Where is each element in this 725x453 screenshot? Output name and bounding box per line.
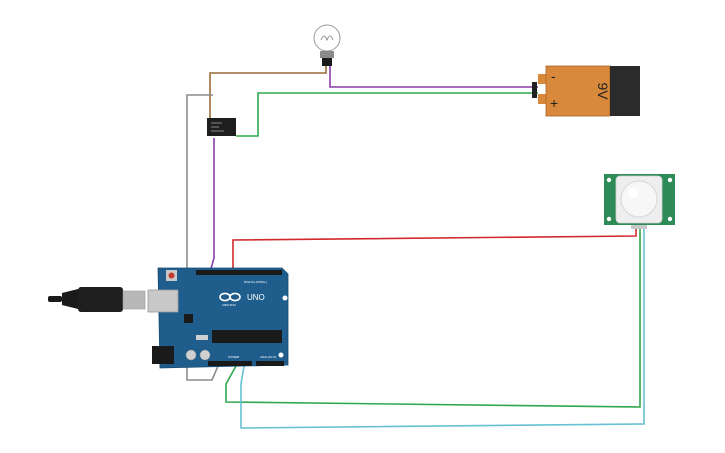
power-pins-label: POWER (228, 355, 240, 359)
battery-body (545, 65, 611, 117)
bulb-socket (320, 51, 334, 58)
battery-cap (610, 66, 640, 116)
pir-pins (631, 225, 647, 229)
wire-relay-to-battery[interactable] (236, 92, 538, 137)
wire-pir-signal[interactable] (232, 228, 637, 272)
relay-module[interactable] (207, 118, 236, 136)
icsp-header (184, 314, 193, 323)
power-jack (152, 346, 174, 364)
battery-connector (532, 82, 537, 98)
wire-relay-signal[interactable] (209, 138, 215, 273)
analog-pins-label: ANALOG IN (260, 355, 276, 359)
usb-plug-metal (122, 290, 146, 310)
pir-mount-hole (667, 177, 673, 183)
arduino-brand-label: ARDUINO (222, 303, 237, 307)
capacitor (199, 349, 211, 361)
wire-bulb-to-battery[interactable] (329, 66, 538, 88)
wire-pir-power[interactable] (225, 228, 641, 408)
mount-hole (278, 352, 284, 358)
pir-mount-hole (606, 177, 612, 183)
usb-cable-tip (48, 296, 62, 302)
bulb-base (322, 58, 332, 66)
atmega-chip (212, 330, 282, 343)
battery-9v[interactable]: - + 9V (532, 65, 640, 117)
battery-plus-sign: + (550, 95, 558, 111)
arduino-logo (219, 292, 241, 302)
capacitor (185, 349, 197, 361)
arduino-model-label: UNO (247, 293, 265, 302)
usb-plug-body (78, 287, 123, 312)
power-header[interactable] (208, 361, 252, 366)
wire-relay-to-bulb[interactable] (209, 63, 327, 118)
digital-header[interactable] (196, 270, 282, 275)
battery-terminal-plus (538, 74, 547, 84)
pir-sensor[interactable] (604, 174, 675, 229)
light-bulb[interactable] (313, 24, 341, 66)
pir-dome-highlight (628, 188, 638, 198)
wire-relay-ground[interactable] (186, 94, 219, 381)
bulb-glass (313, 24, 341, 52)
reset-button-cap[interactable] (168, 272, 175, 279)
arduino-board (157, 267, 289, 369)
pir-mount-hole (667, 216, 673, 222)
pir-mount-hole (606, 216, 612, 222)
mount-hole (282, 295, 288, 301)
bulb-filament (320, 35, 334, 42)
digital-pins-label: DIGITAL (PWM~) (244, 280, 267, 284)
battery-terminal-minus (538, 94, 547, 104)
battery-voltage-label: 9V (595, 82, 611, 100)
pir-dome (620, 180, 658, 218)
battery-minus-sign: - (551, 68, 556, 84)
usb-cable-strain (62, 289, 78, 309)
usb-cable (48, 287, 146, 312)
analog-header[interactable] (256, 361, 284, 366)
wire-pir-ground[interactable] (240, 228, 645, 429)
crystal (196, 335, 208, 340)
wires (186, 63, 645, 429)
arduino-usb-port (147, 289, 179, 313)
arduino-uno[interactable]: UNO ARDUINO DIGITAL (PWM~) POWER ANALOG … (147, 267, 289, 369)
